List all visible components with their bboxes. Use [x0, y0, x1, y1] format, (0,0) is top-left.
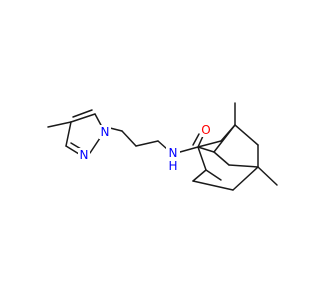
bond-methyl-pyrazole: [47, 121, 72, 128]
bond-ring-c5-n1: [94, 113, 103, 128]
bond-ring-c4-c5: [70, 113, 96, 123]
bond-cage-3: [197, 146, 215, 153]
bond-ch2-ch2: [121, 130, 137, 147]
bond-ring-n1-n2: [89, 137, 101, 154]
bond-n1-ch2: [109, 127, 123, 132]
atom-label-amide-h: H: [168, 159, 177, 173]
bond-ch2-ch2-b: [135, 140, 159, 147]
atom-label-amide-n: N: [169, 146, 178, 160]
bond-ring-c4-c5-double: [72, 109, 93, 118]
bond-cage-1: [197, 146, 207, 171]
bond-cage-7: [192, 169, 207, 182]
bond-cage-8: [213, 151, 230, 166]
bond-cage-10: [192, 180, 234, 191]
bond-cage-methyl-right: [257, 166, 278, 186]
bond-cage-5: [213, 124, 236, 153]
atom-label-carbonyl-o: O: [201, 123, 210, 137]
bond-ring-c3-c4: [65, 121, 72, 147]
molecule-drawing: N N N H O: [47, 102, 278, 191]
bond-cage-12: [228, 164, 259, 168]
atom-label-pyrazole-n1: N: [101, 125, 110, 139]
bond-carbonyl-o-double: [192, 133, 200, 146]
bond-cage-2: [197, 140, 222, 148]
bond-cage-9: [234, 124, 259, 146]
bond-nh-carbonyl: [179, 146, 199, 153]
bond-ring-n2-c3: [65, 145, 80, 155]
structure-canvas: N N N H O: [47, 102, 278, 191]
bond-ch2-nh: [157, 140, 168, 150]
bond-cage-6: [205, 169, 222, 181]
atom-label-pyrazole-n2: N: [80, 148, 89, 162]
bond-cage-11: [232, 166, 259, 191]
bond-carbonyl-o: [197, 135, 204, 148]
